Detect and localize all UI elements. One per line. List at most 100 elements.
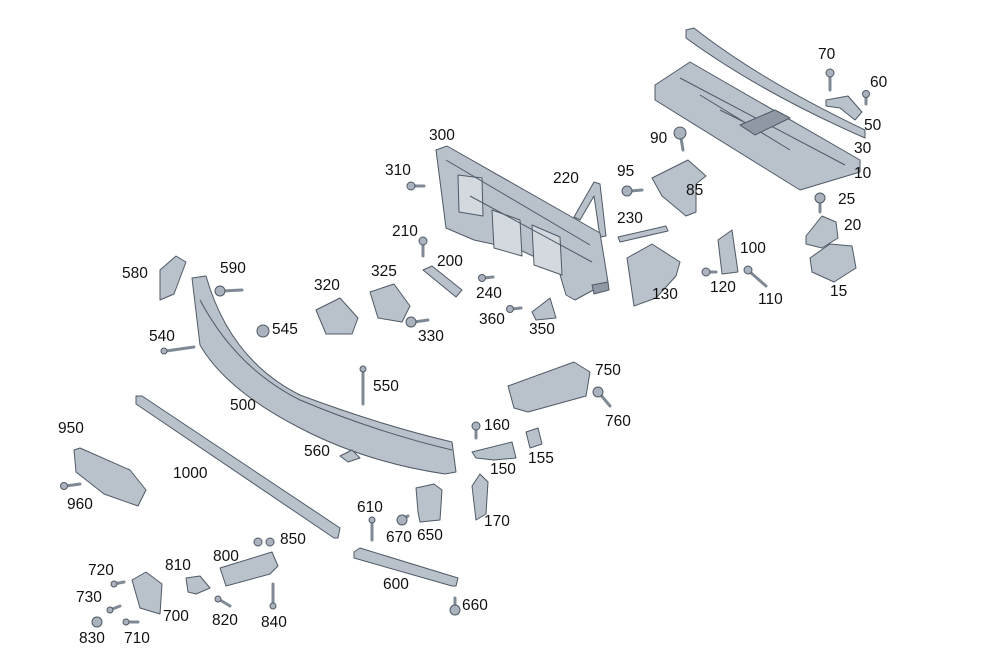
callout-950: 950 (58, 420, 84, 437)
part-360-bolt (506, 305, 523, 313)
part-1000-strip (135, 395, 341, 539)
callout-85: 85 (686, 182, 704, 199)
part-200-bracket (422, 265, 463, 298)
callout-590: 590 (220, 260, 246, 277)
part-170-bracket (471, 473, 489, 521)
part-110-bolt (743, 265, 768, 288)
part-150-bracket (471, 441, 517, 461)
part-95-bolt (621, 185, 644, 197)
part-590-bolt (214, 285, 244, 297)
callout-760: 760 (605, 413, 631, 430)
part-15-bracket (809, 243, 857, 283)
callout-170: 170 (484, 513, 510, 530)
part-130-bracket (626, 243, 681, 307)
part-210-bolt (418, 236, 428, 258)
callout-1000: 1000 (173, 465, 208, 482)
callout-230: 230 (617, 210, 643, 227)
callout-130: 130 (652, 286, 678, 303)
part-600-strip (353, 547, 459, 587)
part-160-bolt (471, 421, 481, 440)
part-155-bushing (525, 427, 543, 449)
callout-155: 155 (528, 450, 554, 467)
part-320-bracket (315, 297, 359, 335)
callout-50: 50 (864, 117, 882, 134)
part-70-bolt (825, 68, 835, 92)
callout-600: 600 (383, 576, 409, 593)
callout-95: 95 (617, 163, 635, 180)
callout-750: 750 (595, 362, 621, 379)
callout-70: 70 (818, 46, 836, 63)
callout-800: 800 (213, 548, 239, 565)
callout-325: 325 (371, 263, 397, 280)
part-545-bushing (256, 324, 270, 338)
part-750-bracket (507, 361, 591, 413)
callout-360: 360 (479, 311, 505, 328)
callout-320: 320 (314, 277, 340, 294)
callout-830: 830 (79, 630, 105, 647)
part-850-nuts (253, 537, 275, 547)
callout-730: 730 (76, 589, 102, 606)
part-350-bracket (531, 297, 557, 321)
part-650-bracket (415, 483, 443, 523)
part-30-strip (685, 27, 866, 139)
callout-650: 650 (417, 527, 443, 544)
callout-710: 710 (124, 630, 150, 647)
callout-540: 540 (149, 328, 175, 345)
part-25-bolt (814, 192, 826, 214)
part-840-bolt (269, 582, 277, 610)
part-580-bracket (159, 255, 187, 301)
part-330-bolt (405, 316, 430, 328)
part-50-clip (825, 95, 863, 121)
callout-160: 160 (484, 417, 510, 434)
part-760-bolt (592, 386, 612, 408)
part-10-upper-crossmember (654, 61, 861, 191)
part-60-bolt (862, 90, 870, 106)
part-830-nut (91, 616, 103, 628)
callout-350: 350 (529, 321, 555, 338)
callout-820: 820 (212, 612, 238, 629)
callout-720: 720 (88, 562, 114, 579)
part-960-bolt (60, 482, 82, 490)
callout-500: 500 (230, 397, 256, 414)
callout-300: 300 (429, 127, 455, 144)
callout-840: 840 (261, 614, 287, 631)
part-240-bolt (478, 274, 495, 282)
part-120-bolt (701, 267, 718, 277)
part-100-bracket (717, 229, 739, 275)
callout-220: 220 (553, 170, 579, 187)
callout-100: 100 (740, 240, 766, 257)
callout-580: 580 (122, 265, 148, 282)
callout-200: 200 (437, 253, 463, 270)
part-670-bolt (396, 514, 410, 526)
part-720-bolt (110, 580, 126, 588)
part-730-bolt (106, 604, 122, 614)
callout-210: 210 (392, 223, 418, 240)
callout-670: 670 (386, 529, 412, 546)
callout-810: 810 (165, 557, 191, 574)
part-820-bolt (214, 595, 232, 608)
part-540-bolt (160, 345, 196, 355)
part-700-bracket (131, 571, 163, 615)
part-220-strut (573, 181, 607, 238)
part-660-bolt (449, 596, 461, 616)
callout-90: 90 (650, 130, 668, 147)
callout-700: 700 (163, 608, 189, 625)
part-610-bolt (368, 516, 376, 542)
callout-60: 60 (870, 74, 888, 91)
callout-850: 850 (280, 531, 306, 548)
part-90-bolt (673, 126, 687, 152)
part-810-bracket (185, 575, 211, 595)
callout-150: 150 (490, 461, 516, 478)
part-85-bracket (651, 159, 707, 217)
callout-560: 560 (304, 443, 330, 460)
callout-15: 15 (830, 283, 848, 300)
callout-550: 550 (373, 378, 399, 395)
callout-30: 30 (854, 140, 872, 157)
callout-25: 25 (838, 191, 856, 208)
part-550-bolt (359, 365, 367, 406)
callout-20: 20 (844, 217, 862, 234)
callout-660: 660 (462, 597, 488, 614)
part-310-bolt (406, 181, 426, 191)
callout-310: 310 (385, 162, 411, 179)
